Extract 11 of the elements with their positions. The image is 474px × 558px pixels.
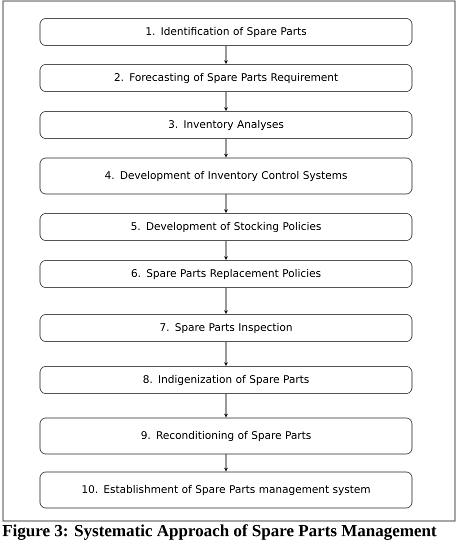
process-box: 4. Development of Inventory Control Systems	[40, 158, 412, 194]
figure-caption: Figure 3: Systematic Approach of Spare Parts Management	[2, 524, 436, 540]
process-box: 3. Inventory Analyses	[40, 111, 412, 139]
process-box: 5. Development of Stocking Policies	[40, 213, 412, 241]
process-box: 2. Forecasting of Spare Parts Requirement	[40, 64, 412, 92]
process-box: 10. Establishment of Spare Parts management system	[40, 472, 412, 508]
process-box: 8. Indigenization of Spare Parts	[40, 366, 412, 394]
process-box: 6. Spare Parts Replacement Policies	[40, 260, 412, 288]
process-box: 1. Identification of Spare Parts	[40, 18, 412, 46]
process-box: 9. Reconditioning of Spare Parts	[40, 418, 412, 454]
process-box: 7. Spare Parts Inspection	[40, 314, 412, 342]
